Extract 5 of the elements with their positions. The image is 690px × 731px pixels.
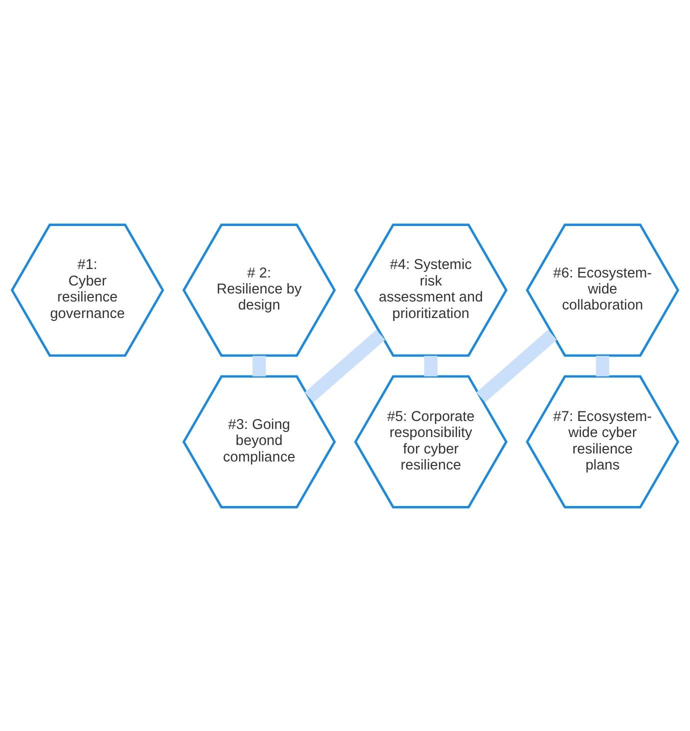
- connector: [476, 329, 557, 402]
- connector: [596, 355, 610, 376]
- connector: [304, 329, 386, 402]
- connector: [252, 355, 266, 376]
- connector: [424, 355, 438, 376]
